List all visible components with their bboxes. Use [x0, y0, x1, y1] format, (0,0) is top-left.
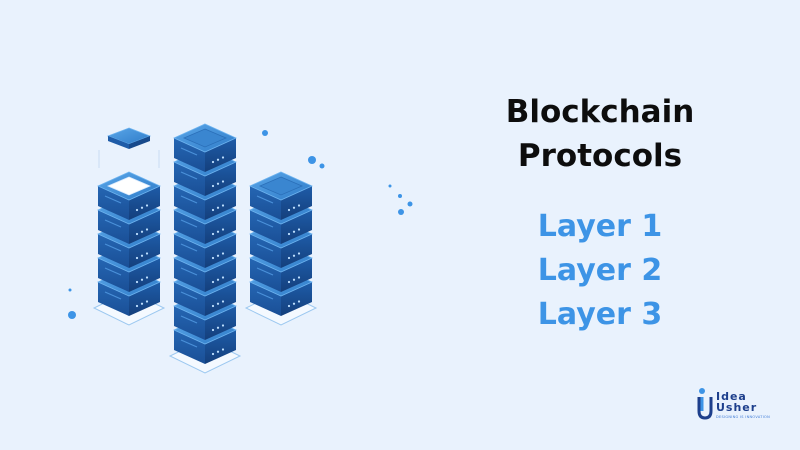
logo-mark-icon	[697, 388, 713, 420]
layer-item-3: Layer 3	[537, 297, 663, 332]
dot	[308, 156, 316, 164]
dot	[68, 288, 72, 292]
dot	[398, 194, 402, 198]
server-unit	[173, 123, 237, 172]
layer-list: Layer 1 Layer 2 Layer 3	[440, 205, 760, 337]
logo-word-idea: Idea	[716, 390, 747, 403]
left-stack	[92, 127, 166, 326]
brand-logo: Idea Usher DESIGNING IS INNOVATION	[696, 387, 774, 423]
page-title: Blockchain Protocols	[440, 90, 760, 178]
server-unit	[97, 171, 161, 220]
middle-stack	[168, 123, 242, 374]
right-stack	[244, 171, 318, 326]
logo-tagline: DESIGNING IS INNOVATION	[716, 415, 771, 419]
dot	[407, 201, 413, 207]
server-unit	[249, 171, 313, 220]
dot	[398, 209, 404, 215]
decorative-dots	[68, 130, 413, 319]
title-line-2: Protocols	[517, 138, 683, 174]
layer-item-2: Layer 2	[537, 253, 663, 288]
dot	[319, 163, 325, 169]
title-line-1: Blockchain	[505, 94, 695, 130]
layer-item-1: Layer 1	[537, 209, 663, 244]
dot	[388, 184, 392, 188]
logo-word-usher: Usher	[716, 401, 758, 414]
dot	[262, 130, 268, 136]
dot	[68, 311, 76, 319]
